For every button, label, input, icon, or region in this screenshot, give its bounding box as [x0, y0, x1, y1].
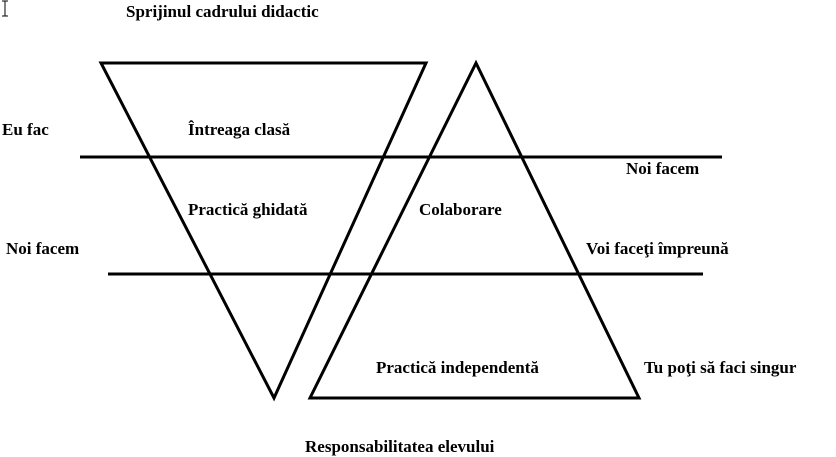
student-responsibility-triangle: [307, 59, 642, 400]
right-label-tu-poti: Tu poţi să faci singur: [644, 358, 797, 377]
right-label-noi-facem: Noi facem: [626, 159, 700, 178]
left-label-eu-fac: Eu fac: [2, 120, 49, 139]
top-title: Sprijinul cadrului didactic: [126, 2, 319, 21]
label-practica-ghidata: Practică ghidată: [188, 200, 308, 219]
bottom-title: Responsabilitatea elevului: [305, 437, 495, 456]
right-label-voi-faceti: Voi faceţi împreună: [586, 239, 729, 258]
teacher-support-triangle: [98, 61, 429, 402]
label-intreaga-clasa: Întreaga clasă: [188, 120, 291, 139]
label-practica-independenta: Practică independentă: [376, 358, 539, 377]
text-cursor-icon: [2, 0, 8, 17]
label-colaborare: Colaborare: [419, 200, 502, 219]
left-label-noi-facem: Noi facem: [6, 239, 80, 258]
